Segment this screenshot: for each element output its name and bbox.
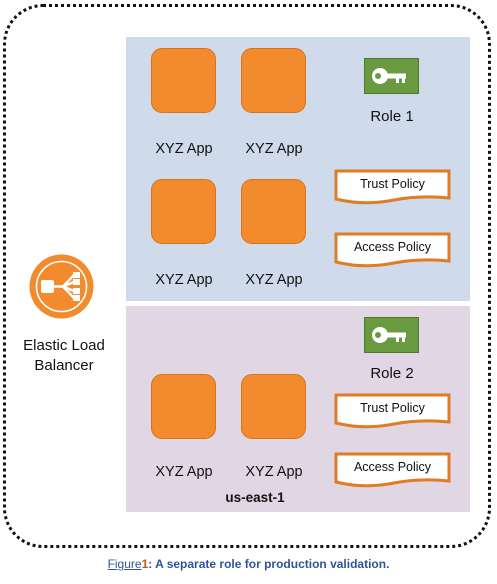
app-label: XYZ App <box>155 464 213 480</box>
document-icon <box>334 393 451 429</box>
app-instance <box>151 374 216 439</box>
access-policy-document: Access Policy <box>334 232 451 269</box>
load-balancer-label: Elastic Load Balancer <box>14 336 114 376</box>
policy-label: Trust Policy <box>360 401 425 415</box>
load-balancer-icon <box>29 254 94 319</box>
key-icon <box>364 317 419 353</box>
figure-word: Figure <box>107 557 142 571</box>
trust-policy-document: Trust Policy <box>334 393 451 430</box>
app-instance <box>151 48 216 113</box>
policy-label: Access Policy <box>353 460 432 474</box>
caption-text: : A separate role for production validat… <box>148 557 390 571</box>
document-icon <box>334 232 451 268</box>
app-label: XYZ App <box>155 141 213 157</box>
app-instance <box>241 48 306 113</box>
access-policy-document: Access Policy <box>334 452 451 489</box>
region-name: us-east-1 <box>225 490 285 505</box>
document-icon <box>334 169 451 205</box>
app-instance <box>241 374 306 439</box>
role-label: Role 2 <box>370 365 414 382</box>
app-instance <box>241 179 306 244</box>
key-icon <box>364 58 419 94</box>
app-label: XYZ App <box>245 141 303 157</box>
figure-number: 1 <box>141 557 149 571</box>
trust-policy-document: Trust Policy <box>334 169 451 206</box>
app-label: XYZ App <box>245 272 303 288</box>
document-icon <box>334 452 451 488</box>
role-label: Role 1 <box>370 108 414 125</box>
app-instance <box>151 179 216 244</box>
app-label: XYZ App <box>245 464 303 480</box>
app-label: XYZ App <box>155 272 213 288</box>
vpc-boundary <box>3 4 491 548</box>
policy-label: Access Policy <box>353 240 432 254</box>
policy-label: Trust Policy <box>360 177 425 191</box>
load-balancer-label-line1: Elastic Load <box>23 337 105 354</box>
figure-caption: Figure1: A separate role for production … <box>0 557 497 571</box>
load-balancer-label-line2: Balancer <box>34 357 94 374</box>
